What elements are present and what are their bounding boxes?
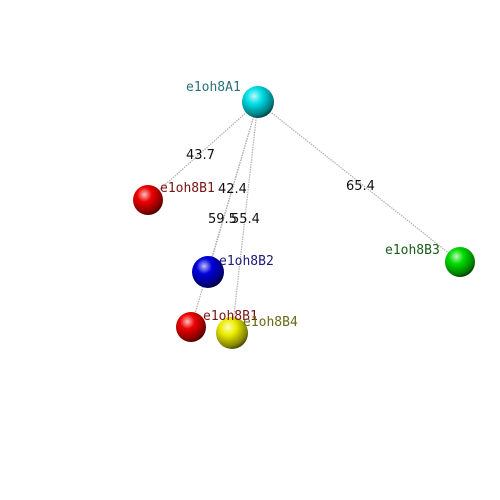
node-b3 (445, 247, 475, 277)
edge-a1-b1b (190, 101, 259, 328)
node-b1b (176, 312, 206, 342)
node-label: e1oh8B3 (385, 243, 440, 258)
node-a1 (242, 86, 274, 118)
nodes-layer (133, 86, 475, 349)
node-label: e1oh8A1 (186, 80, 241, 95)
node-b1a (133, 185, 163, 215)
node-b4 (216, 317, 248, 349)
edge-a1-b3 (257, 101, 461, 263)
node-labels-layer: e1oh8A1e1oh8B1e1oh8B2e1oh8B3e1oh8B1e1oh8… (160, 80, 440, 330)
edges-layer (147, 101, 461, 334)
edge-a1-b4 (231, 101, 259, 334)
edge-labels-layer: 43.7 42.4 65.4 59.555.4 (186, 148, 375, 227)
edge-label: 43.7 (186, 148, 215, 163)
edge-label: 55.4 (231, 212, 260, 227)
node-b2 (192, 256, 224, 288)
edge-label: 42.4 (218, 182, 247, 197)
node-label: e1oh8B2 (219, 254, 274, 269)
node-label: e1oh8B4 (243, 315, 298, 330)
edge-label: 59.5 (208, 212, 237, 227)
node-label: e1oh8B1 (203, 309, 258, 324)
edge-a1-b1a (147, 101, 259, 201)
node-label: e1oh8B1 (160, 181, 215, 196)
edge-label: 65.4 (346, 179, 375, 194)
